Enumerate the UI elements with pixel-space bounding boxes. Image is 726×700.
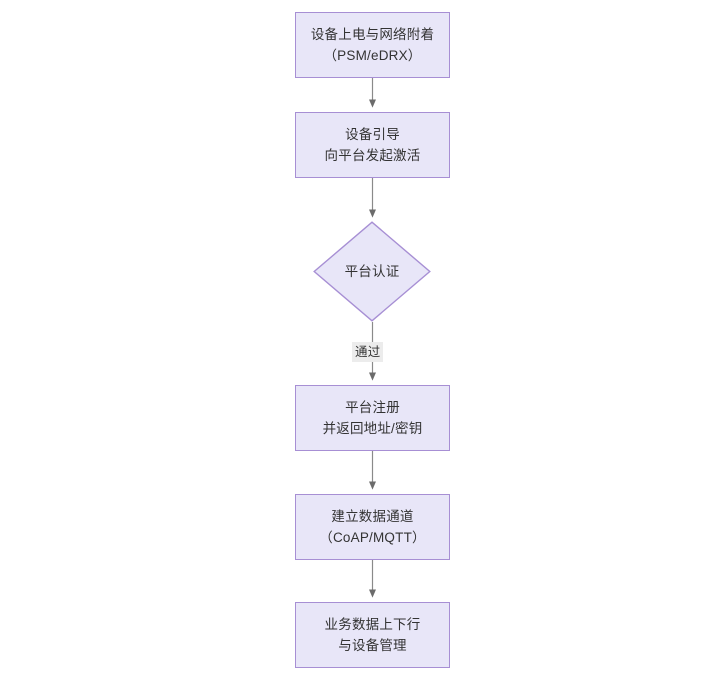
- node-line: 设备引导: [345, 127, 400, 142]
- flow-node-business-data[interactable]: 业务数据上下行 与设备管理: [295, 602, 450, 668]
- node-line: 与设备管理: [338, 638, 407, 653]
- node-line: 平台认证: [344, 264, 400, 279]
- node-line: 平台注册: [345, 400, 400, 415]
- node-line: 并返回地址/密钥: [322, 421, 423, 436]
- diamond-shape: [313, 221, 431, 322]
- node-line: 设备上电与网络附着: [310, 27, 435, 42]
- node-line: 业务数据上下行: [324, 617, 421, 632]
- flow-node-device-power-on[interactable]: 设备上电与网络附着 （PSM/eDRX）: [295, 12, 450, 78]
- node-line: （CoAP/MQTT）: [319, 530, 426, 545]
- flow-node-device-bootstrap[interactable]: 设备引导 向平台发起激活: [295, 112, 450, 178]
- flow-node-data-channel[interactable]: 建立数据通道 （CoAP/MQTT）: [295, 494, 450, 560]
- node-line: （PSM/eDRX）: [323, 48, 422, 63]
- flow-node-platform-register[interactable]: 平台注册 并返回地址/密钥: [295, 385, 450, 451]
- edge-label-pass: 通过: [352, 342, 384, 362]
- flow-node-platform-auth-decision[interactable]: 平台认证: [313, 221, 431, 322]
- node-line: 建立数据通道: [331, 509, 414, 524]
- node-line: 向平台发起激活: [324, 148, 421, 163]
